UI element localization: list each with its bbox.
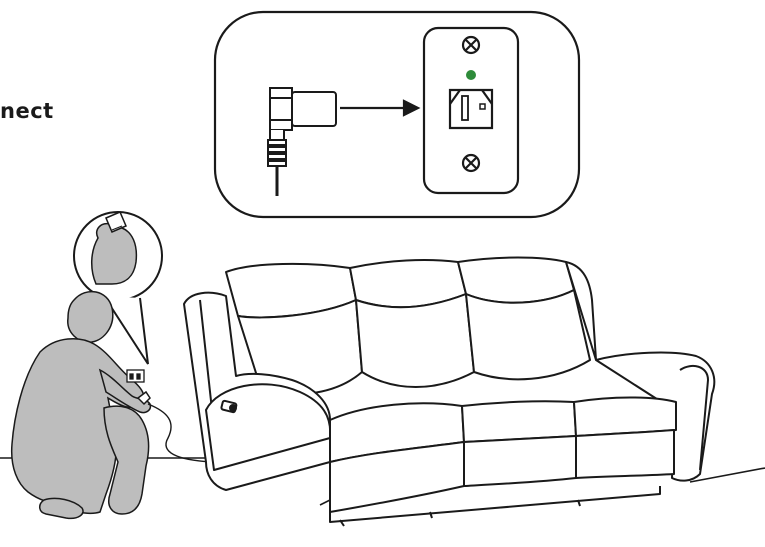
hand-detail-circle [73,211,163,365]
connection-callout [213,10,581,219]
wall-outlet-small [126,369,145,383]
person-figure [10,290,152,520]
sofa [183,256,716,527]
power-plug-icon [267,87,337,196]
callout-frame [213,10,581,219]
wall-socket-icon [422,26,520,195]
indicator-light [466,70,476,80]
power-cord [147,403,213,463]
arrow-icon [340,99,421,117]
step-title: nect [0,99,54,123]
screw-icon [461,153,481,173]
screw-icon [461,35,481,55]
